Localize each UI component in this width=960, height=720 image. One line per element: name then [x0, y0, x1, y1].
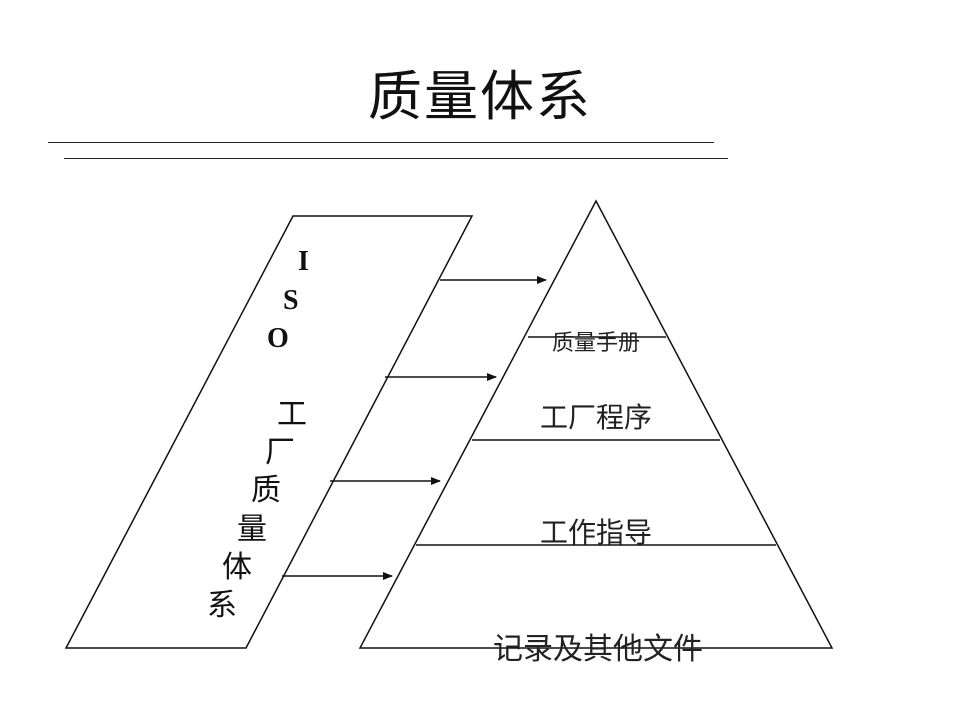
iso-char-o: O: [267, 323, 289, 354]
iso-char-s: S: [283, 285, 299, 316]
factory-char-2: 厂: [265, 435, 295, 470]
title-underline-top: [48, 142, 714, 143]
iso-parallelogram: [64, 215, 474, 649]
factory-char-3: 质: [251, 473, 281, 508]
tier-records-and-other-documents: 记录及其他文件: [493, 632, 703, 667]
factory-char-1: 工: [277, 397, 307, 432]
iso-char-i: I: [298, 246, 309, 277]
factory-char-6: 系: [207, 588, 237, 623]
slide-title: 质量体系: [368, 65, 592, 128]
tier-quality-manual: 质量手册: [551, 331, 641, 356]
title-underline-bottom: [64, 158, 728, 159]
tier-work-instruction: 工作指导: [539, 516, 653, 549]
factory-char-4: 量: [237, 512, 267, 547]
tier-factory-procedure: 工厂程序: [539, 401, 653, 434]
factory-char-5: 体: [222, 550, 252, 585]
document-pyramid: [358, 199, 834, 649]
